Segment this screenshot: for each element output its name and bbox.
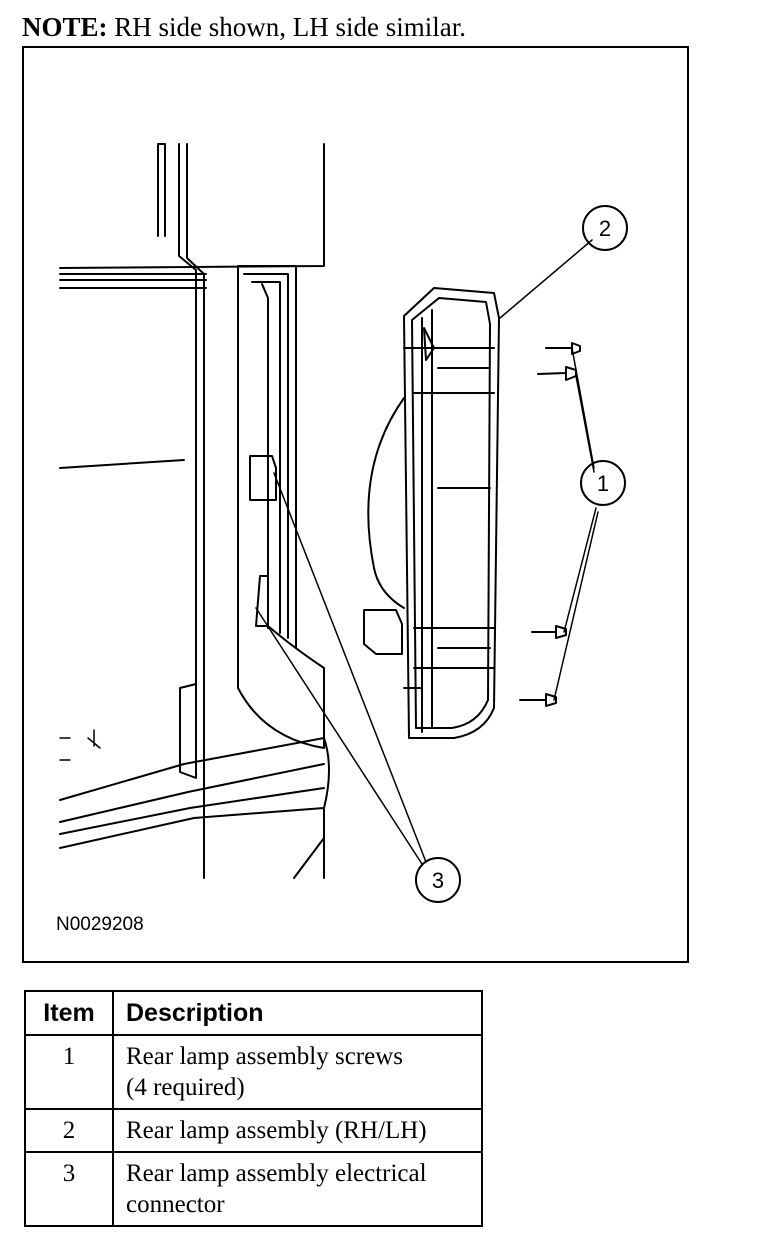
item-number: 1 [24, 1034, 114, 1110]
item-description: Rear lamp assembly electrical connector [112, 1151, 483, 1227]
callout-3-label: 3 [432, 868, 444, 893]
item-description: Rear lamp assembly (RH/LH) [112, 1108, 483, 1153]
item-number: 3 [24, 1151, 114, 1227]
callout-2-circle [582, 205, 628, 251]
table-row: 3 Rear lamp assembly electrical connector [24, 1151, 483, 1227]
description-line: connector [126, 1191, 225, 1218]
description-header: Description [112, 990, 483, 1036]
leader-lines [255, 239, 599, 865]
table-row: 2 Rear lamp assembly (RH/LH) [24, 1108, 483, 1153]
rear-lamp-diagram: 1 2 3 [59, 143, 628, 903]
description-line: Rear lamp assembly (RH/LH) [126, 1117, 427, 1144]
callout-1-label: 1 [597, 471, 609, 496]
legend-table: Item Description 1 Rear lamp assembly sc… [24, 990, 483, 1227]
callout-2-label: 2 [599, 216, 611, 241]
callout-3-circle [415, 857, 461, 903]
rear-lamp-assembly-drawing [363, 287, 500, 739]
vehicle-body-drawing [59, 143, 330, 879]
note-prefix: NOTE: [22, 12, 108, 42]
screws-drawing [519, 342, 581, 707]
legend-header-row: Item Description [24, 990, 483, 1036]
item-description: Rear lamp assembly screws (4 required) [112, 1034, 483, 1110]
figure-id: N0029208 [56, 914, 144, 935]
item-number: 2 [24, 1108, 114, 1153]
figure-frame: 1 2 3 N0029208 [22, 46, 689, 963]
callout-1-circle [580, 460, 626, 506]
note: NOTE: RH side shown, LH side similar. [22, 10, 466, 44]
description-line: Rear lamp assembly electrical [126, 1160, 427, 1187]
note-text: RH side shown, LH side similar. [114, 12, 467, 42]
table-row: 1 Rear lamp assembly screws (4 required) [24, 1034, 483, 1110]
item-header: Item [24, 990, 114, 1036]
description-line: Rear lamp assembly screws [126, 1043, 404, 1070]
description-line: (4 required) [126, 1074, 245, 1101]
